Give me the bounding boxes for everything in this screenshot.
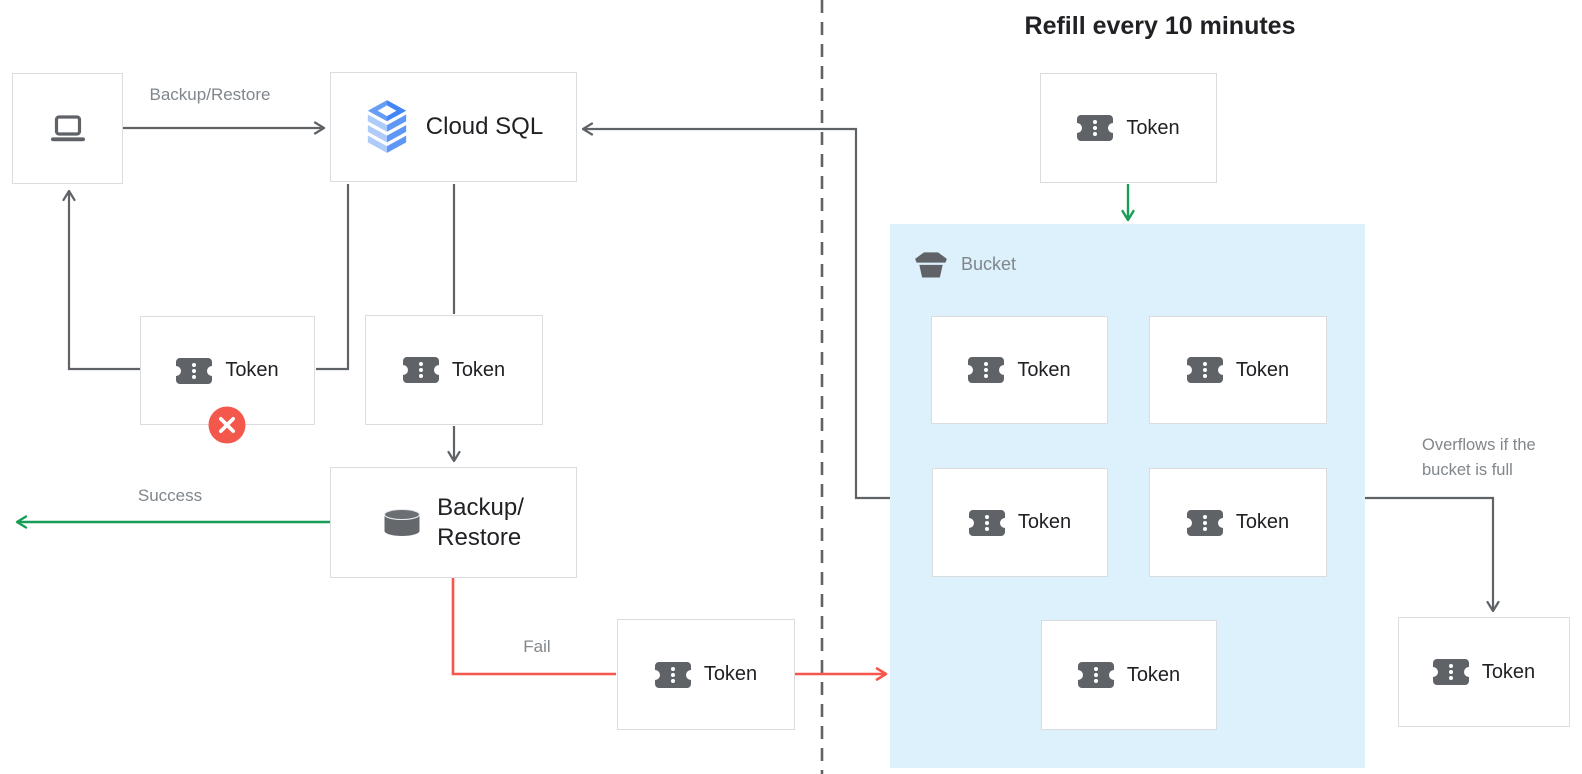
token-rejected-box: Token	[140, 316, 315, 444]
token-label: Token	[451, 358, 506, 381]
bucket-token-4: Token	[1149, 468, 1327, 577]
token-overflow-box: Token	[1398, 617, 1570, 727]
token-refill-box: Token	[1040, 73, 1217, 183]
token-label: Token	[703, 663, 758, 685]
backup-restore-label-line1: Backup/	[437, 493, 524, 521]
bucket-token-2: Token	[1149, 316, 1327, 424]
ticket-icon	[968, 357, 1004, 383]
cloud-sql-icon	[364, 100, 410, 154]
bucket-header: Bucket	[914, 250, 1016, 278]
database-icon	[383, 509, 421, 537]
token-request-box: Token	[365, 315, 543, 425]
edge-token-rejected-to-client	[62, 189, 140, 371]
token-label: Token	[1126, 663, 1181, 686]
ticket-icon	[1077, 115, 1113, 141]
bucket-token-1: Token	[931, 316, 1108, 424]
bucket-token-5: Token	[1041, 620, 1217, 730]
edge-backup-fail-to-token	[451, 578, 616, 676]
bucket-label: Bucket	[961, 253, 1017, 274]
cloud-sql-label: Cloud SQL	[425, 113, 544, 140]
edge-label-overflow: Overflows if the bucket is full	[1422, 433, 1577, 483]
edge-bucket-to-cloudsql	[581, 122, 890, 500]
backup-restore-label-line2: Restore	[437, 523, 522, 551]
token-label: Token	[1017, 358, 1071, 381]
bucket-region: Bucket Token Token Token Token Token	[890, 224, 1365, 768]
ticket-icon	[1187, 357, 1223, 383]
token-label: Token	[225, 359, 279, 381]
token-label: Token	[1017, 511, 1072, 533]
backup-restore-box: Backup/ Restore	[330, 467, 577, 578]
ticket-icon	[1078, 662, 1114, 688]
ticket-icon	[1433, 659, 1469, 685]
bucket-icon	[914, 250, 948, 278]
edge-label-success: Success	[137, 486, 203, 505]
token-fail-box: Token	[617, 619, 795, 730]
ticket-icon	[969, 510, 1005, 536]
edge-label-backup-restore: Backup/Restore	[149, 85, 271, 104]
bucket-token-3: Token	[932, 468, 1108, 577]
edge-label-overflow-line1: Overflows if the	[1422, 436, 1536, 454]
edge-bucket-overflow	[1365, 496, 1500, 613]
cloud-sql-box: Cloud SQL	[330, 72, 577, 182]
ticket-icon	[176, 358, 212, 384]
laptop-icon	[50, 115, 86, 143]
ticket-icon	[655, 662, 691, 688]
backup-restore-label: Backup/ Restore	[437, 493, 524, 553]
ticket-icon	[1187, 510, 1223, 536]
client-box	[12, 73, 123, 184]
ticket-icon	[403, 357, 439, 383]
token-label: Token	[1126, 116, 1180, 139]
token-label: Token	[1481, 660, 1536, 683]
edge-label-overflow-line2: bucket is full	[1422, 461, 1513, 479]
edge-cloudsql-to-token-rejected	[316, 184, 350, 371]
token-label: Token	[1235, 358, 1290, 381]
error-x-icon	[208, 406, 246, 444]
edge-label-fail: Fail	[523, 637, 551, 656]
diagram-title: Refill every 10 minutes	[1024, 12, 1296, 40]
token-label: Token	[1235, 511, 1290, 533]
